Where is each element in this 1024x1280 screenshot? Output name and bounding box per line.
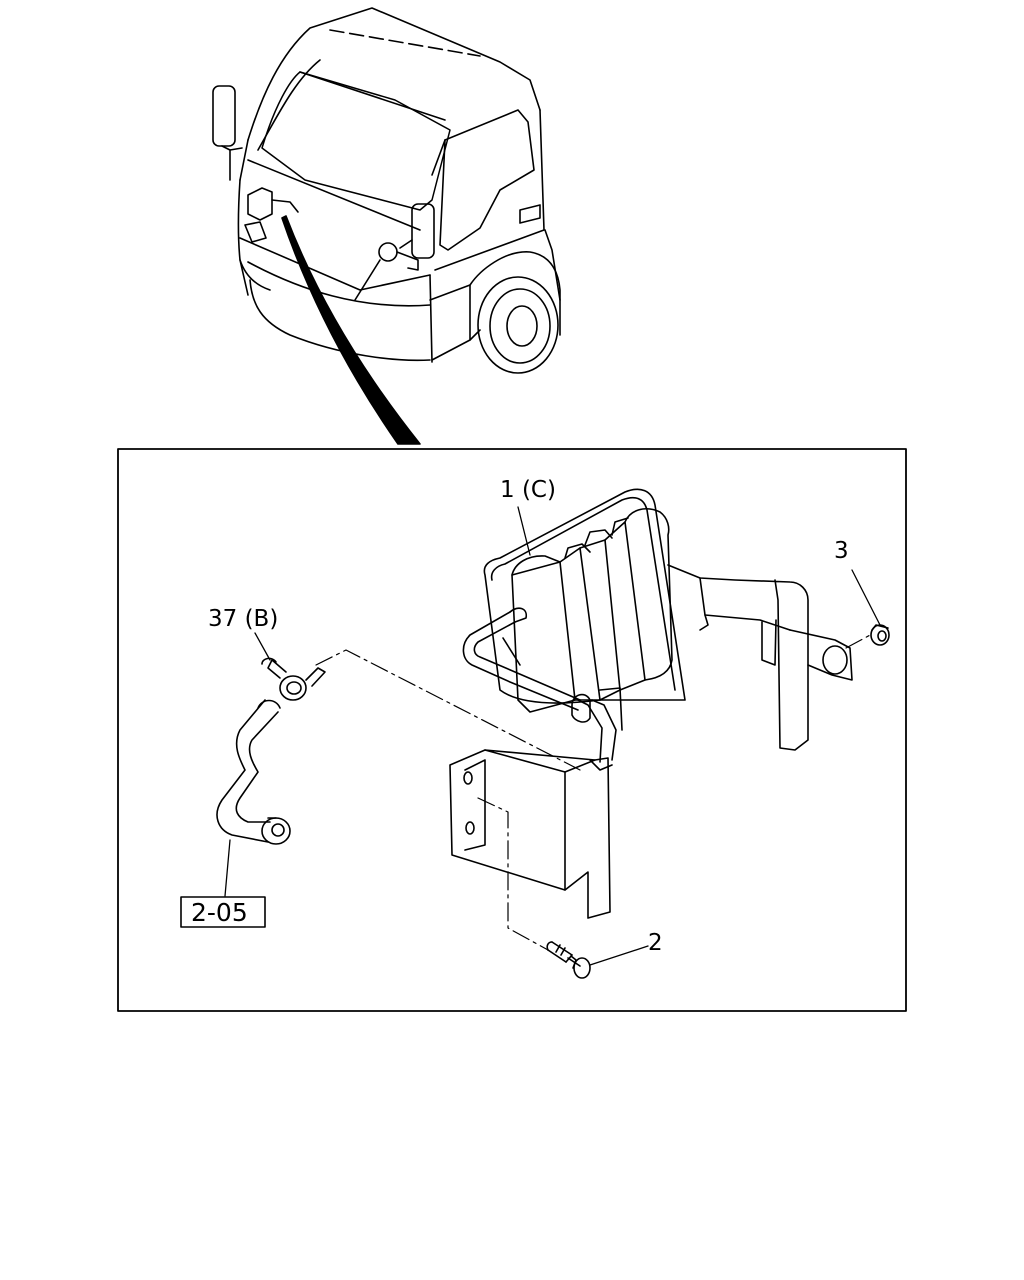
nut — [870, 624, 890, 646]
hose-clamp — [261, 657, 326, 701]
ref-box-label[interactable]: 2-05 — [191, 898, 248, 927]
truck-cab-illustration — [212, 7, 561, 374]
leader-lines — [224, 506, 881, 966]
detail-leader-wedge — [281, 215, 421, 445]
detail-frame — [117, 448, 907, 1012]
bolt — [546, 941, 591, 979]
callout-part-3: 3 — [834, 538, 849, 564]
ref-box-frame[interactable] — [180, 896, 266, 928]
washer-tank — [462, 488, 853, 771]
lower-bracket — [449, 749, 611, 919]
washer-hose — [216, 699, 291, 845]
callout-part-1: 1 (C) — [500, 477, 556, 503]
callout-part-2: 2 — [648, 930, 663, 956]
assembly-lines — [315, 633, 873, 951]
callout-part-37: 37 (B) — [208, 606, 278, 632]
